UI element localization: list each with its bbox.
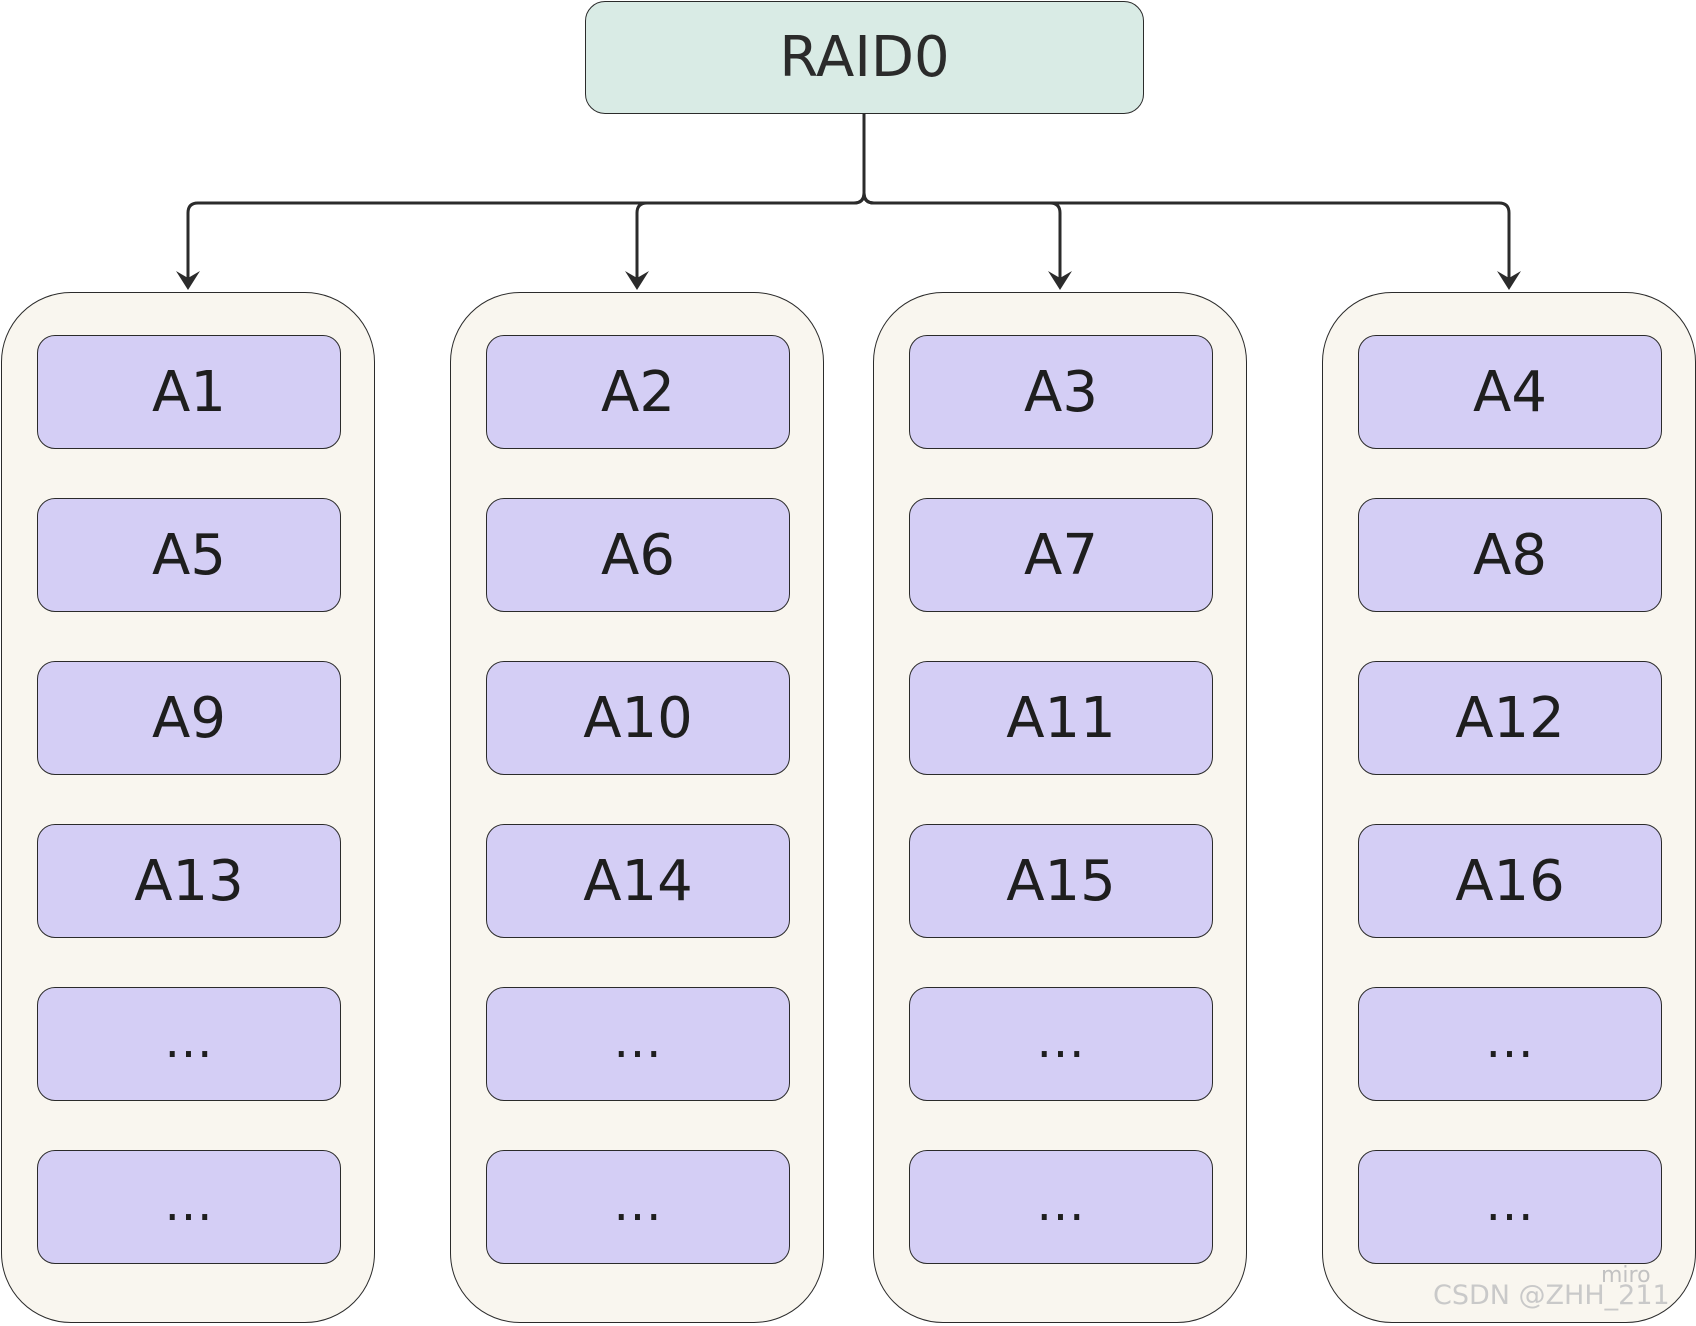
block-a5: A5 (37, 498, 341, 612)
csdn-watermark: CSDN @ZHH_211 (1433, 1280, 1670, 1311)
block-ellipsis: ... (1358, 987, 1662, 1101)
block-a1: A1 (37, 335, 341, 449)
disk-1: A1 A5 A9 A13 ... ... (1, 292, 375, 1323)
connector-to-disk-2 (635, 192, 866, 280)
block-a16: A16 (1358, 824, 1662, 938)
connector-to-disk-4 (862, 192, 1511, 280)
arrowhead-disk-4 (1497, 271, 1521, 290)
disk-3: A3 A7 A11 A15 ... ... (873, 292, 1247, 1323)
block-ellipsis: ... (37, 1150, 341, 1264)
block-ellipsis: ... (909, 1150, 1213, 1264)
block-a14: A14 (486, 824, 790, 938)
block-a3: A3 (909, 335, 1213, 449)
arrowhead-disk-1 (176, 271, 200, 290)
block-ellipsis: ... (909, 987, 1213, 1101)
block-a12: A12 (1358, 661, 1662, 775)
connector-to-disk-1 (186, 192, 866, 280)
block-a10: A10 (486, 661, 790, 775)
miro-brand: miro (1601, 1263, 1651, 1288)
disk-4: A4 A8 A12 A16 ... ... (1322, 292, 1696, 1323)
block-a11: A11 (909, 661, 1213, 775)
raid0-node: RAID0 (585, 1, 1144, 114)
block-ellipsis: ... (37, 987, 341, 1101)
block-a4: A4 (1358, 335, 1662, 449)
block-a13: A13 (37, 824, 341, 938)
block-a7: A7 (909, 498, 1213, 612)
block-a9: A9 (37, 661, 341, 775)
trunk-line (862, 114, 875, 205)
block-a6: A6 (486, 498, 790, 612)
block-ellipsis: ... (486, 987, 790, 1101)
connector-to-disk-3 (862, 192, 1062, 280)
block-a8: A8 (1358, 498, 1662, 612)
block-ellipsis: ... (1358, 1150, 1662, 1264)
disk-2: A2 A6 A10 A14 ... ... (450, 292, 824, 1323)
arrowhead-disk-2 (625, 271, 649, 290)
block-a2: A2 (486, 335, 790, 449)
block-a15: A15 (909, 824, 1213, 938)
block-ellipsis: ... (486, 1150, 790, 1264)
arrowhead-disk-3 (1048, 271, 1072, 290)
